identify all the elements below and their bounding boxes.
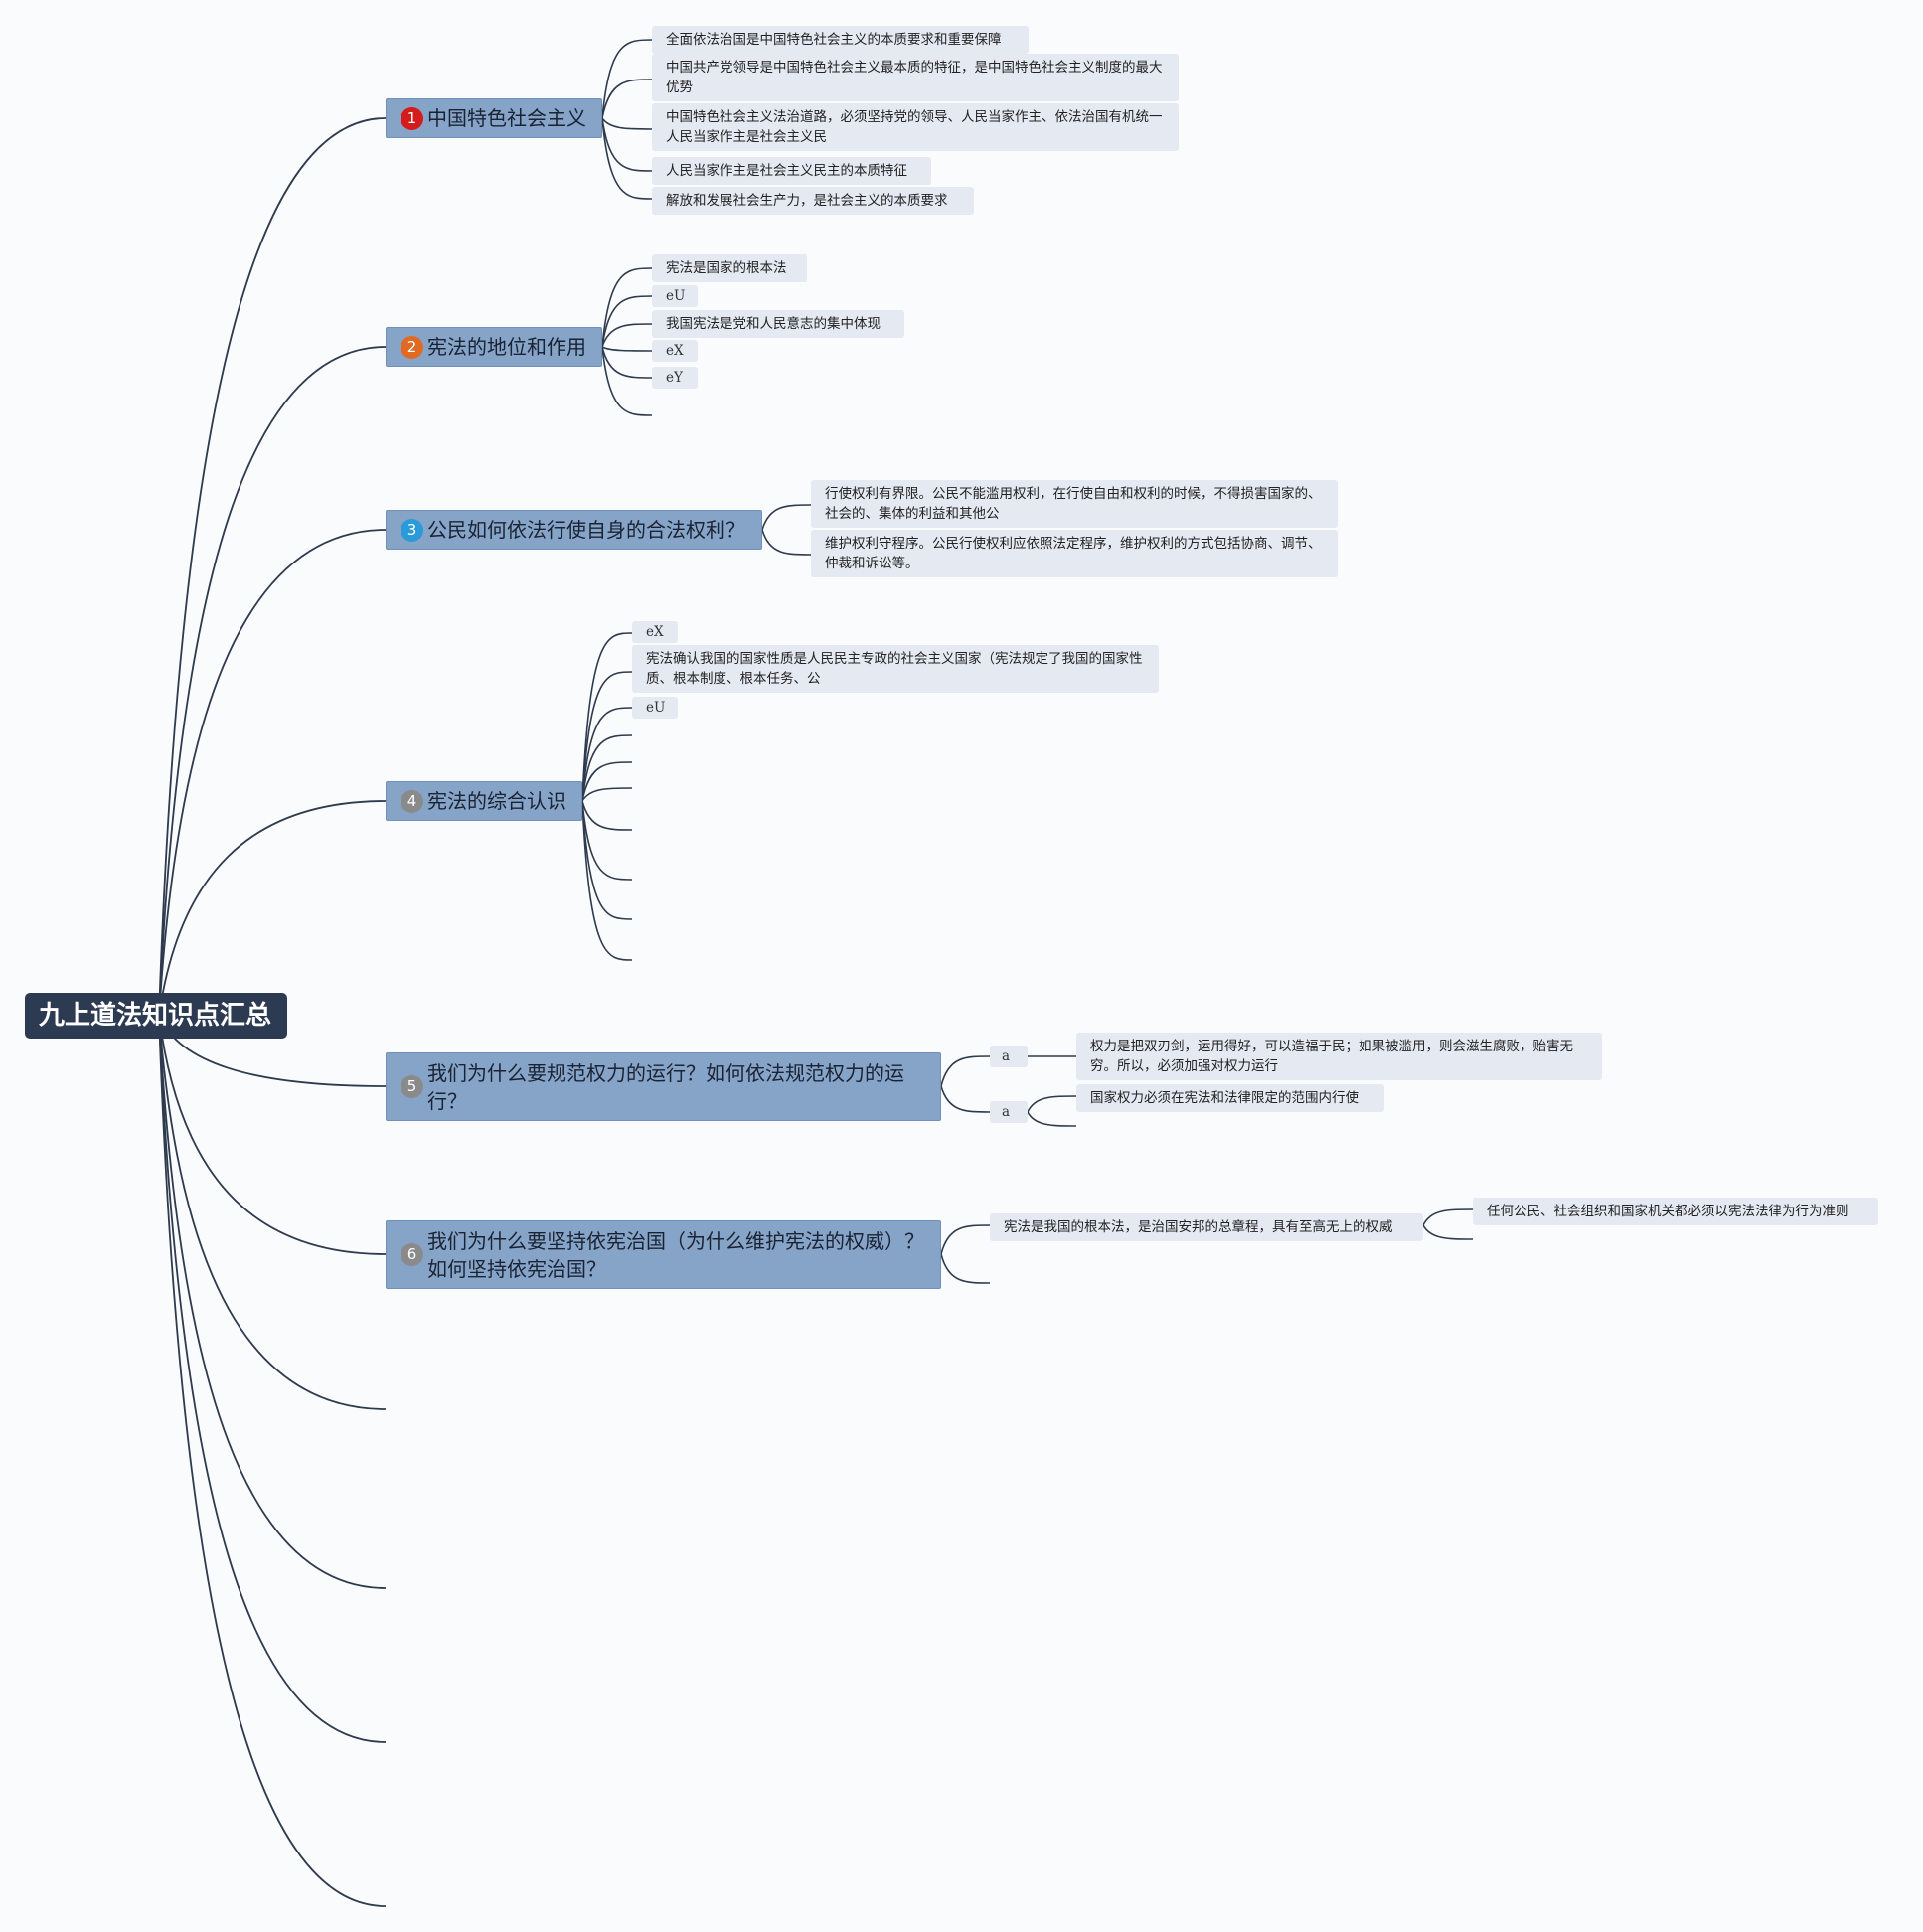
topic-1-leaf-4[interactable]: 人民当家作主是社会主义民主的本质特征 xyxy=(652,157,931,185)
root-link-4 xyxy=(158,800,387,1017)
root-link-7 xyxy=(158,1015,387,1410)
t4-link-9 xyxy=(581,800,633,920)
topic-5-sub-2-child[interactable]: 国家权力必须在宪法和法律限定的范围内行使 xyxy=(1076,1084,1384,1112)
t6-link-2 xyxy=(940,1253,991,1284)
topic-1-leaf-1[interactable]: 全面依法治国是中国特色社会主义的本质要求和重要保障 xyxy=(652,26,1029,54)
t5-link-2 xyxy=(940,1085,991,1113)
topic-5-sub-1-child[interactable]: 权力是把双刃剑，运用得好，可以造福于民；如果被滥用，则会滋生腐败，贻害无穷。所以… xyxy=(1076,1033,1602,1080)
topic-6-node[interactable]: 6 我们为什么要坚持依宪治国（为什么维护宪法的权威）？如何坚持依宪治国？ xyxy=(386,1220,941,1289)
number-1-icon: 1 xyxy=(401,106,423,130)
t1-link-2 xyxy=(601,79,653,119)
root-link-9 xyxy=(158,1015,387,1743)
topic-3-leaf-1[interactable]: 行使权利有界限。公民不能滥用权利，在行使自由和权利的时候，不得损害国家的、社会的… xyxy=(811,480,1338,528)
root-link-10 xyxy=(158,1015,387,1907)
t5-link-1 xyxy=(940,1055,991,1087)
topic-6-sub-1[interactable]: 宪法是我国的根本法，是治国安邦的总章程，具有至高无上的权威 xyxy=(990,1213,1423,1241)
topic-5-sub-2[interactable]: a xyxy=(990,1101,1028,1123)
topic-1-node[interactable]: 1 中国特色社会主义 xyxy=(386,98,602,138)
t4-link-6 xyxy=(581,787,633,802)
t5-sub2-link-2 xyxy=(1027,1111,1077,1127)
topic-5-sub-1[interactable]: a xyxy=(990,1046,1028,1067)
topic-3-leaf-2[interactable]: 维护权利守程序。公民行使权利应依照法定程序，维护权利的方式包括协商、调节、仲裁和… xyxy=(811,530,1338,577)
t4-link-4 xyxy=(581,734,633,802)
number-3-icon: 3 xyxy=(401,518,423,542)
topic-4-leaf-3[interactable]: eU xyxy=(632,697,678,719)
topic-6-sub-1-child[interactable]: 任何公民、社会组织和国家机关都必须以宪法法律为行为准则 xyxy=(1473,1198,1878,1225)
topic-4-leaf-1[interactable]: eX xyxy=(632,621,678,643)
t6-sub1-link-2 xyxy=(1422,1224,1474,1240)
number-2-icon: 2 xyxy=(401,335,423,359)
t5-sub2-link-1 xyxy=(1027,1095,1077,1113)
t4-link-10 xyxy=(581,800,633,961)
root-link-6 xyxy=(158,1015,387,1255)
root-link-1 xyxy=(158,117,387,1017)
topic-2-leaf-4[interactable]: eX xyxy=(652,340,698,362)
t4-link-2 xyxy=(581,671,633,802)
topic-2-leaf-3[interactable]: 我国宪法是党和人民意志的集中体现 xyxy=(652,310,904,338)
number-4-icon: 4 xyxy=(401,789,423,813)
topic-1-leaf-5[interactable]: 解放和发展社会生产力，是社会主义的本质要求 xyxy=(652,187,974,215)
number-6-icon: 6 xyxy=(401,1243,423,1266)
t4-link-7 xyxy=(581,800,633,831)
t1-link-3 xyxy=(601,117,653,130)
t2-link-5 xyxy=(601,346,653,379)
number-5-icon: 5 xyxy=(401,1075,423,1098)
t6-sub1-link-1 xyxy=(1422,1208,1474,1226)
topic-4-leaf-2[interactable]: 宪法确认我国的国家性质是人民民主专政的社会主义国家（宪法规定了我国的国家性质、根… xyxy=(632,645,1159,693)
root-node[interactable]: 九上道法知识点汇总 xyxy=(25,993,287,1039)
t6-link-1 xyxy=(940,1224,991,1255)
topic-2-leaf-5[interactable]: eY xyxy=(652,367,698,389)
t3-link-2 xyxy=(761,529,812,556)
t1-link-5 xyxy=(601,117,653,200)
topic-2-label: 宪法的地位和作用 xyxy=(427,335,586,359)
t4-link-8 xyxy=(581,800,633,881)
topic-4-label: 宪法的综合认识 xyxy=(427,789,566,813)
t1-link-4 xyxy=(601,117,653,172)
t2-link-1 xyxy=(601,267,653,348)
topic-2-leaf-1[interactable]: 宪法是国家的根本法 xyxy=(652,254,807,282)
t1-link-1 xyxy=(601,39,653,119)
topic-3-label: 公民如何依法行使自身的合法权利？ xyxy=(427,518,745,542)
t2-link-3 xyxy=(601,323,653,348)
topic-3-node[interactable]: 3 公民如何依法行使自身的合法权利？ xyxy=(386,510,762,550)
t4-link-5 xyxy=(581,761,633,802)
t4-link-3 xyxy=(581,707,633,802)
topic-5-label: 我们为什么要规范权力的运行？如何依法规范权力的运行？ xyxy=(427,1060,904,1113)
topic-1-leaf-2[interactable]: 中国共产党领导是中国特色社会主义最本质的特征，是中国特色社会主义制度的最大优势 xyxy=(652,54,1179,101)
topic-5-node[interactable]: 5 我们为什么要规范权力的运行？如何依法规范权力的运行？ xyxy=(386,1052,941,1121)
root-link-3 xyxy=(158,529,387,1017)
t4-link-1 xyxy=(581,632,633,802)
t2-link-2 xyxy=(601,295,653,348)
t2-link-4 xyxy=(601,346,653,352)
topic-2-leaf-2[interactable]: eU xyxy=(652,285,698,307)
t2-link-6 xyxy=(601,346,653,416)
root-link-2 xyxy=(158,346,387,1017)
topic-2-node[interactable]: 2 宪法的地位和作用 xyxy=(386,327,602,367)
topic-4-node[interactable]: 4 宪法的综合认识 xyxy=(386,781,582,821)
root-link-8 xyxy=(158,1015,387,1589)
topic-6-label: 我们为什么要坚持依宪治国（为什么维护宪法的权威）？如何坚持依宪治国？ xyxy=(427,1228,924,1281)
topic-1-label: 中国特色社会主义 xyxy=(427,106,586,130)
t3-link-1 xyxy=(761,504,812,531)
topic-1-leaf-3[interactable]: 中国特色社会主义法治道路，必须坚持党的领导、人民当家作主、依法治国有机统一 人民… xyxy=(652,103,1179,151)
